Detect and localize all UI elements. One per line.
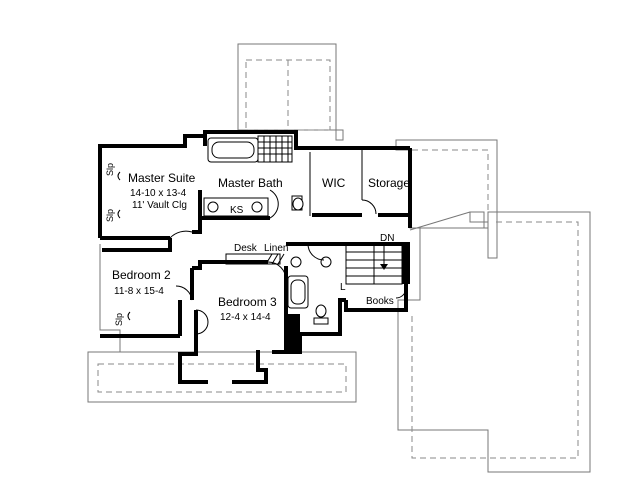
roof-porch-dashed bbox=[97, 363, 347, 393]
labels: Master Suite 14-10 x 13-4 11' Vault Clg … bbox=[105, 163, 410, 326]
door-wic bbox=[361, 199, 377, 215]
wall-bed3-bottom bbox=[232, 350, 268, 384]
slope-bracket-2 bbox=[117, 209, 121, 219]
door-bed3 bbox=[267, 261, 287, 281]
roof-left-edge bbox=[99, 244, 121, 352]
books-label: Books bbox=[366, 296, 394, 307]
wall-master-top bbox=[98, 134, 207, 238]
master-toilet-bowl bbox=[292, 197, 304, 211]
wall-bath2-right bbox=[334, 298, 346, 336]
bedroom2-dims: 11-8 x 15-4 bbox=[114, 286, 164, 297]
door-books bbox=[395, 287, 407, 299]
stairs-arrowhead bbox=[380, 264, 388, 270]
door-bed3-closet bbox=[195, 309, 209, 323]
fixtures bbox=[203, 135, 410, 352]
bedroom2-title: Bedroom 2 bbox=[112, 268, 171, 282]
wall-master-right bbox=[192, 190, 202, 234]
l-marker: L bbox=[340, 282, 346, 293]
master-sink-right bbox=[251, 201, 263, 213]
master-suite-dims: 14-10 x 13-4 bbox=[130, 188, 187, 199]
wall-bed3-left bbox=[178, 310, 208, 384]
master-suite-title: Master Suite bbox=[128, 171, 196, 185]
roof-right-lower bbox=[397, 211, 591, 473]
master-sink-left bbox=[207, 201, 219, 213]
walls bbox=[98, 130, 412, 384]
bath2-toilet-bowl bbox=[315, 304, 327, 318]
door-bath2 bbox=[307, 243, 325, 261]
linen-label: Linen bbox=[264, 243, 288, 254]
doors bbox=[117, 171, 407, 335]
linen-sink-left bbox=[290, 256, 302, 268]
roof-right-lower-dashed bbox=[411, 221, 579, 459]
roof-top bbox=[237, 43, 344, 141]
slope-label-1: Slp bbox=[105, 163, 115, 176]
bath2-tub-inner bbox=[290, 279, 306, 305]
master-vanity bbox=[203, 197, 269, 217]
master-bath-label: Master Bath bbox=[218, 176, 283, 190]
roof-outlines bbox=[87, 43, 591, 473]
shower-tile bbox=[257, 135, 293, 163]
desk-counter bbox=[225, 253, 281, 265]
door-bath bbox=[269, 189, 279, 219]
door-bed3-closet2 bbox=[195, 321, 209, 335]
slope-bracket-3 bbox=[127, 311, 131, 321]
stair-dark-wall bbox=[402, 244, 410, 284]
slope-bracket-1 bbox=[117, 171, 121, 181]
dn-label: DN bbox=[380, 233, 394, 244]
wall-bed2-right bbox=[192, 260, 206, 270]
slope-label-2: Slp bbox=[105, 209, 115, 222]
master-bathtub-inner bbox=[211, 141, 255, 159]
ks-label: KS bbox=[230, 205, 244, 216]
wall-hall-left bbox=[102, 238, 172, 252]
bedroom3-title: Bedroom 3 bbox=[218, 295, 277, 309]
door-bed2 bbox=[175, 285, 193, 301]
roof-right-diag bbox=[409, 211, 471, 231]
master-suite-note: 11' Vault Clg bbox=[132, 200, 187, 211]
linen-sink-right bbox=[320, 256, 332, 268]
slope-label-3: Slp bbox=[114, 313, 124, 326]
staircase bbox=[345, 243, 403, 285]
door-master bbox=[169, 230, 193, 239]
bedroom3-dims: 12-4 x 14-4 bbox=[220, 312, 271, 323]
wall-bed3-right bbox=[272, 266, 288, 354]
roof-right-upper-dashed bbox=[412, 149, 489, 215]
bath2-toilet-tank bbox=[313, 317, 329, 325]
desk-label: Desk bbox=[234, 243, 258, 254]
roof-porch bbox=[87, 351, 357, 403]
wic-label: WIC bbox=[322, 176, 346, 190]
storage-label: Storage bbox=[368, 176, 410, 190]
chase-dark bbox=[286, 314, 300, 352]
wall-bath-top bbox=[203, 130, 362, 150]
